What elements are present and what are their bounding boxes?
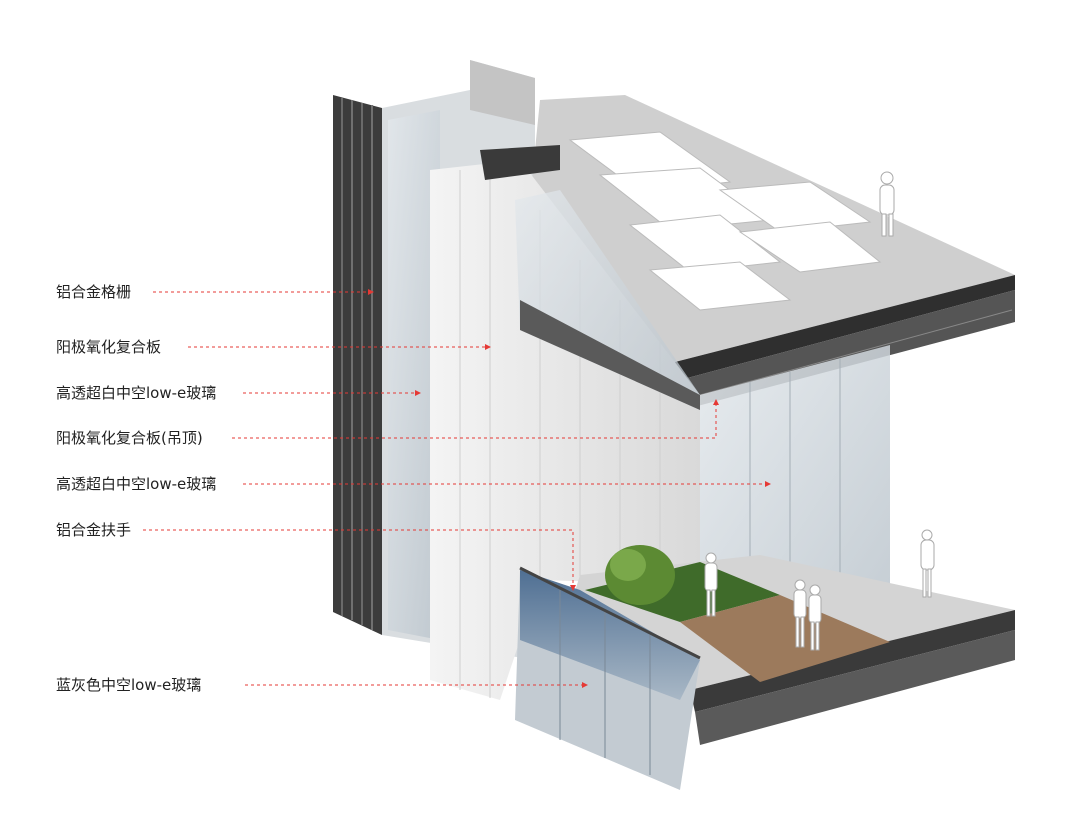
person-figures-terrace	[704, 529, 935, 651]
label-anodized-composite-panel-ceiling: 阳极氧化复合板(吊顶)	[56, 429, 203, 447]
office-desks	[568, 131, 882, 311]
planting-bed	[585, 545, 780, 622]
label-aluminum-handrail: 铝合金扶手	[56, 521, 132, 539]
slanted-glass-canopy	[515, 190, 700, 410]
aluminum-grille-column	[333, 95, 382, 635]
blue-grey-glass-balustrade	[515, 566, 701, 790]
label-anodized-composite-panel: 阳极氧化复合板	[56, 338, 162, 356]
label-lowe-glass-2: 高透超白中空low-e玻璃	[56, 475, 217, 493]
label-lowe-glass-1: 高透超白中空low-e玻璃	[56, 384, 217, 402]
label-aluminum-grille: 铝合金格栅	[56, 283, 132, 301]
label-blue-grey-lowe-glass: 蓝灰色中空low-e玻璃	[56, 676, 202, 694]
leader-arrowheads	[368, 289, 771, 688]
person-figure-upper	[879, 171, 895, 237]
wooden-deck	[680, 595, 890, 682]
leader-line-ceiling-panel	[232, 405, 717, 439]
leader-lines	[143, 291, 765, 686]
